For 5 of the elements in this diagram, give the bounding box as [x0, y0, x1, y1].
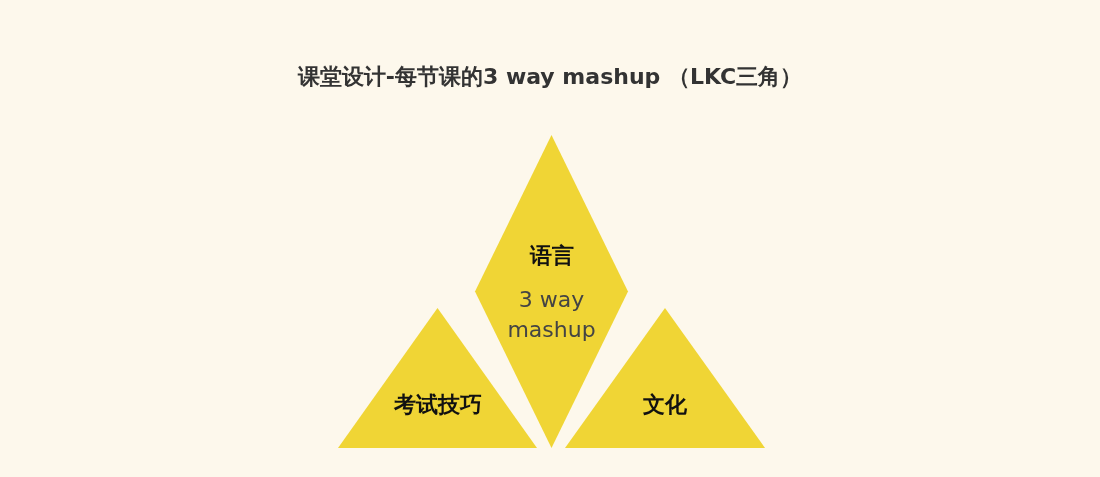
node-heading: 文化 — [643, 391, 687, 419]
node-heading: 语言 — [529, 242, 574, 270]
diagram-title: 课堂设计-每节课的3 way mashup （LKC三角） — [297, 64, 803, 89]
node-heading: 考试技巧 — [393, 391, 482, 419]
node-text: 3 way mashup — [506, 286, 597, 344]
